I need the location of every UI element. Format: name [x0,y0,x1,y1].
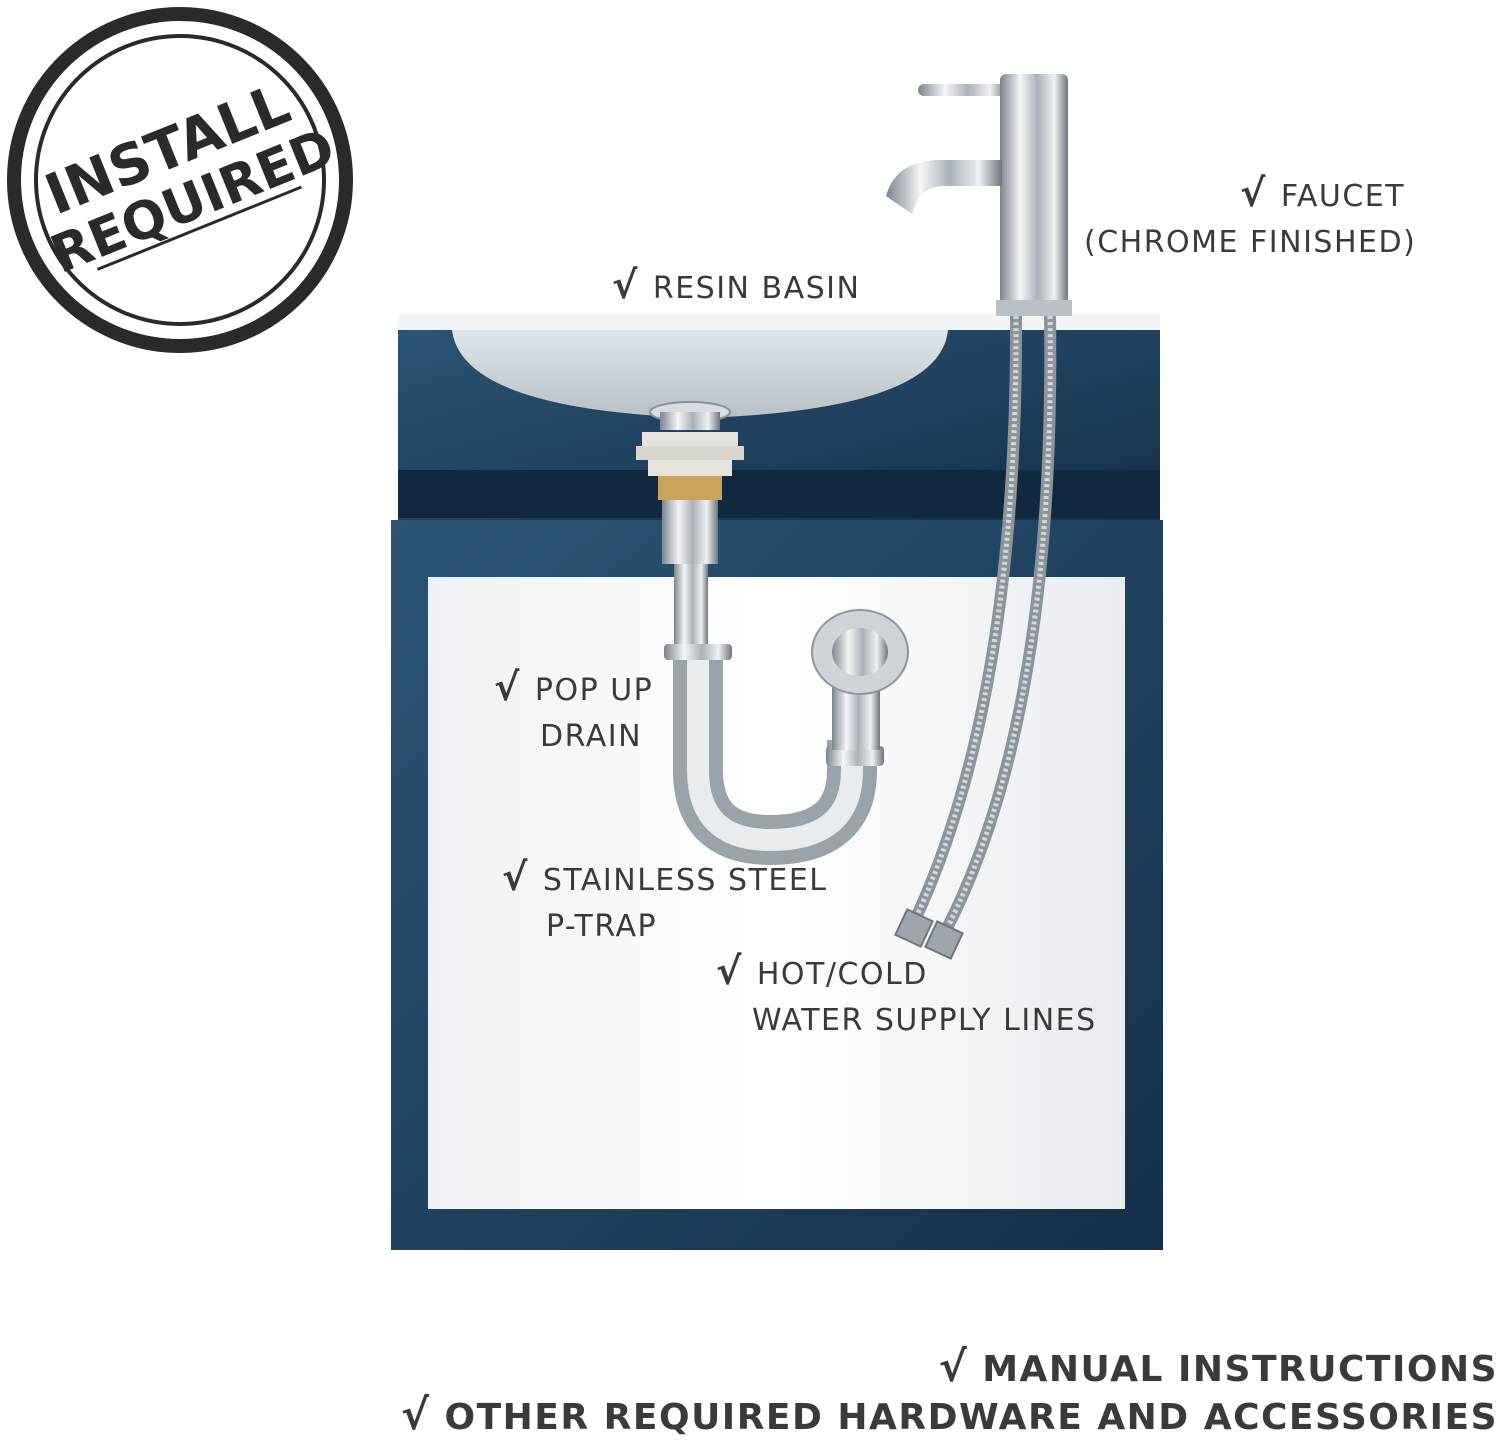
pop-up-drain-graphic [636,401,744,660]
label-pop-up-drain: √POP UP DRAIN [494,665,654,754]
check-icon: √ [716,949,743,993]
faucet-graphic [886,74,1072,316]
label-p-trap: √STAINLESS STEEL P-TRAP [502,855,828,944]
included-item-manual: √MANUAL INSTRUCTIONS [938,1342,1498,1391]
check-icon: √ [494,665,521,709]
check-icon: √ [612,263,639,307]
countertop [398,314,1160,330]
resin-basin [452,330,948,418]
included-item-hardware: √OTHER REQUIRED HARDWARE AND ACCESSORIES [401,1390,1498,1439]
check-icon: √ [502,855,529,899]
label-supply-lines: √HOT/COLD WATER SUPPLY LINES [716,949,1097,1038]
supply-lines-graphic [894,315,1057,960]
check-icon: √ [401,1390,431,1439]
check-icon: √ [938,1342,969,1391]
p-trap-graphic [673,609,909,866]
check-icon: √ [1240,171,1267,215]
label-resin-basin: √RESIN BASIN [612,263,861,307]
label-faucet: √FAUCET (CHROME FINISHED) [1084,171,1417,260]
cabinet-panel [428,577,1125,1209]
